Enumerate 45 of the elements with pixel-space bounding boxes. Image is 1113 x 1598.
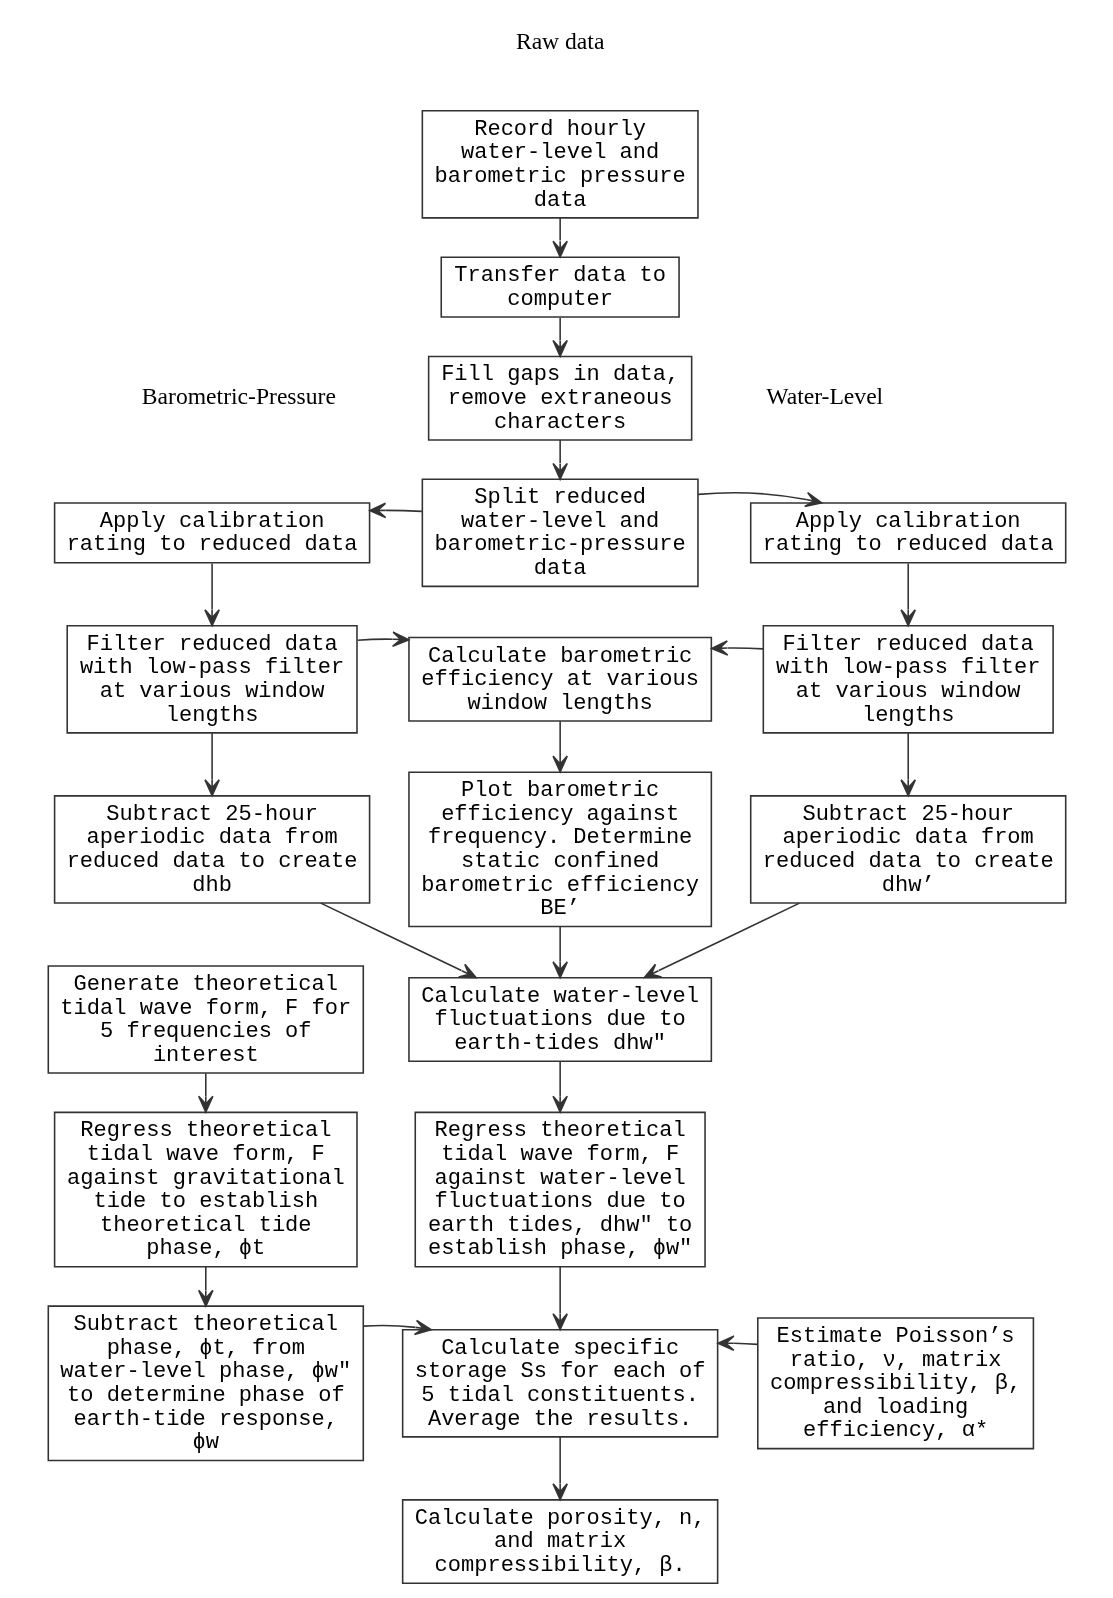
- arrow: [197, 1266, 214, 1307]
- arrow: [551, 925, 568, 979]
- arrow: [551, 720, 568, 773]
- node-box: Calculate barometric efficiency at various window lengths: [407, 636, 712, 722]
- node-box: Calculate porosity, n, and matrix compressibility, β.: [401, 1499, 718, 1585]
- arrow: [203, 562, 220, 627]
- label: Raw data: [515, 27, 604, 54]
- node-box: Apply calibration rating to reduced data: [53, 502, 370, 564]
- arrow: [551, 439, 568, 480]
- arrow: [551, 1436, 568, 1501]
- arrow: [551, 1060, 568, 1113]
- node-box: Apply calibration rating to reduced data: [749, 502, 1066, 564]
- node-box: Subtract 25-hour aperiodic data from reduced data to create dhb: [53, 795, 370, 904]
- node-box: Filter reduced data with low-pass filter at various window lengths: [762, 624, 1054, 734]
- node-box: Transfer data to computer: [439, 256, 680, 318]
- node-box: Calculate water-level fluctuations due to earth-tides dhw": [407, 976, 712, 1062]
- node-box: Subtract theoretical phase, ϕt, from water-level phase, ϕw" to determine phase of earth-tide response, ϕw: [47, 1305, 364, 1462]
- arrow: [551, 316, 568, 358]
- arrow: [899, 732, 916, 797]
- node-box: Regress theoretical tidal wave form, F against gravitational tide to establish theoretical tide phase, ϕt: [53, 1111, 358, 1268]
- arrow: [203, 732, 220, 797]
- arrow: [716, 1335, 758, 1352]
- node-box: Plot barometric efficiency against frequency. Determine static confined barometric efficiency BE’: [407, 771, 712, 928]
- node-box: Subtract 25-hour aperiodic data from reduced data to create dhw’: [749, 795, 1066, 904]
- arrow: [368, 502, 423, 519]
- arrow: [710, 640, 764, 656]
- node-box: Record hourly water-level and barometric pressure data: [421, 109, 699, 219]
- arrow: [551, 217, 568, 258]
- arrow: [551, 1266, 568, 1331]
- arrow: [696, 491, 822, 508]
- arrow: [899, 562, 916, 627]
- node-box: Estimate Poisson’s ratio, ν, matrix compressibility, β, and loading efficiency, α*: [756, 1317, 1034, 1450]
- node-box: Calculate specific storage Ss for each of 5 tidal constituents. Average the results.: [401, 1328, 718, 1438]
- arrow: [319, 902, 477, 979]
- node-box: Generate theoretical tidal wave form, F for 5 frequencies of interest: [47, 965, 364, 1074]
- label: Water-Level: [765, 382, 883, 409]
- label: Barometric-Pressure: [141, 382, 336, 409]
- node-box: Split reduced water-level and barometric-pressure data: [421, 478, 699, 588]
- node-box: Filter reduced data with low-pass filter at various window lengths: [65, 624, 358, 734]
- arrow: [362, 1319, 432, 1336]
- arrow: [197, 1072, 214, 1113]
- node-box: Fill gaps in data, remove extraneous characters: [427, 355, 692, 441]
- node-box: Regress theoretical tidal wave form, F against water-level fluctuations due to earth tides, dhw" to establish phase, ϕw": [413, 1111, 706, 1268]
- arrow: [356, 631, 409, 648]
- arrow: [643, 902, 800, 979]
